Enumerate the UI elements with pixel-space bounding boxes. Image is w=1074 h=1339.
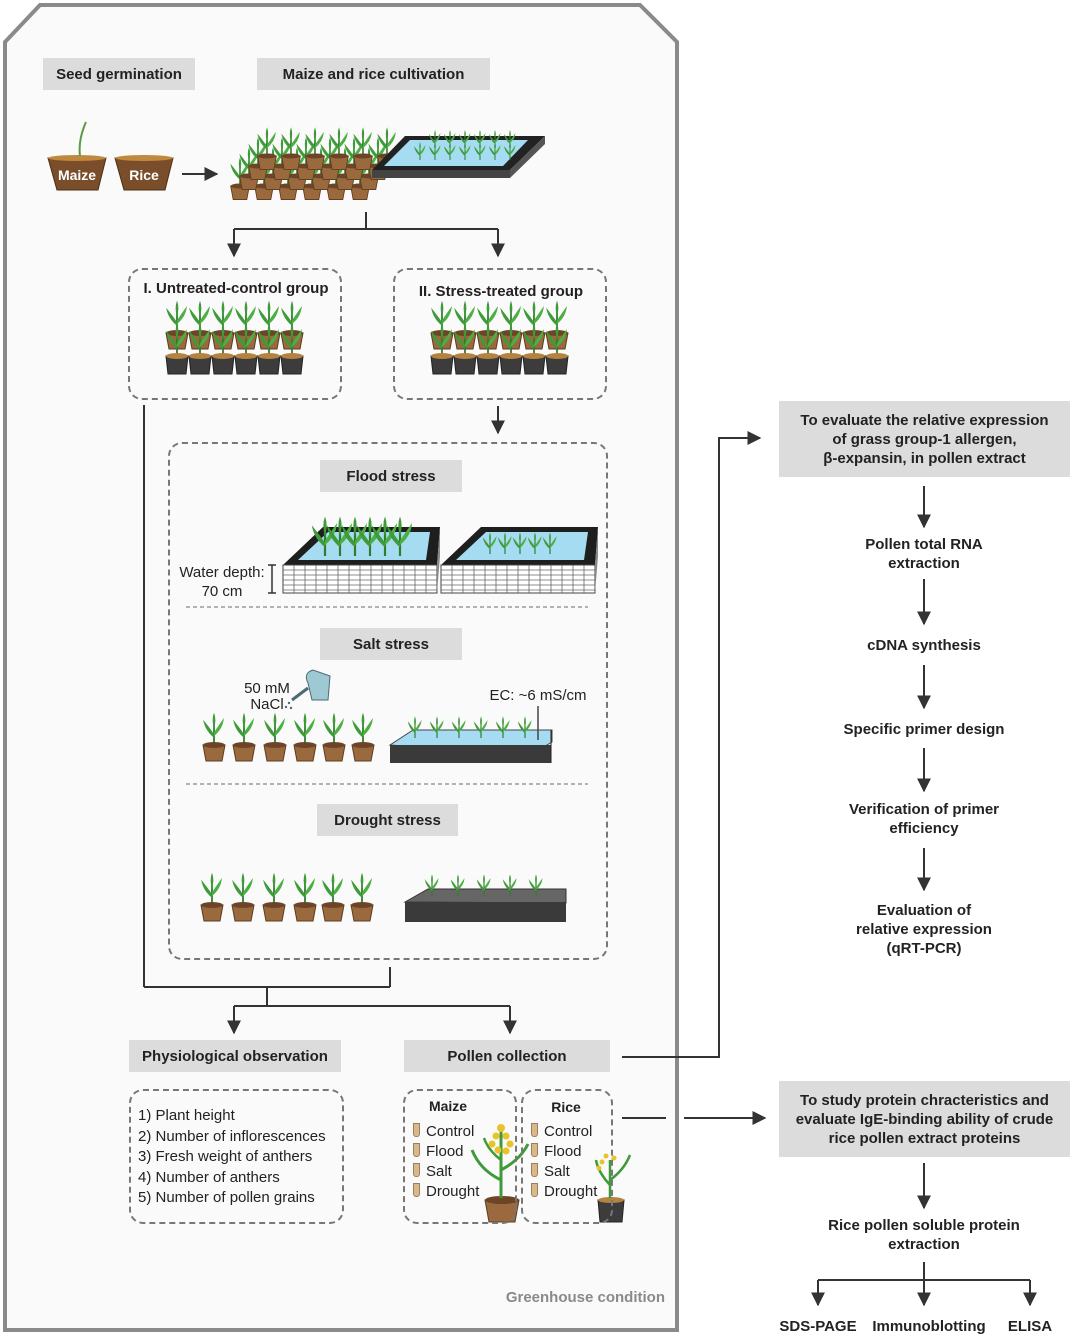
maize-pollen-box	[403, 1089, 517, 1224]
maize-pollen-title: Maize	[428, 1098, 468, 1114]
pot-icon	[329, 153, 349, 171]
seed-germination-pots	[47, 121, 174, 191]
rice-pollen-box	[521, 1089, 613, 1224]
pot-label-maize: Maize	[57, 167, 97, 183]
pot-label-rice: Rice	[129, 167, 159, 183]
list-item: Drought	[531, 1182, 597, 1202]
control-group-box	[128, 268, 342, 400]
rice-sample-list: Control Flood Salt Drought	[531, 1122, 597, 1202]
method-immunoblotting: Immunoblotting	[872, 1318, 986, 1335]
maize-plant-icon	[470, 1124, 530, 1223]
method-sds-page: SDS-PAGE	[779, 1318, 857, 1335]
list-item: 1) Plant height	[138, 1107, 235, 1124]
water-depth-label: Water depth:70 cm	[179, 564, 265, 600]
flow-connectors	[143, 167, 1037, 1307]
drought-stress-label: Drought stress	[317, 804, 458, 836]
stress-group-box	[393, 268, 607, 400]
rna-step-primer-design: Specific primer design	[843, 721, 1005, 738]
list-item: 2) Number of inflorescences	[138, 1127, 326, 1145]
stress-group-title: II. Stress-treated group	[418, 283, 584, 300]
pot-icon	[305, 153, 325, 171]
list-item: 4) Number of anthers	[138, 1168, 280, 1186]
rice-pollen-title: Rice	[551, 1099, 581, 1115]
list-item: Flood	[531, 1142, 597, 1162]
method-elisa: ELISA	[1007, 1318, 1053, 1335]
rna-step-cdna: cDNA synthesis	[867, 637, 981, 654]
pot-icon	[281, 153, 301, 171]
pot-icon	[353, 153, 373, 171]
list-item: Control	[413, 1122, 479, 1142]
ec-label: EC: ~6 mS/cm	[489, 687, 587, 704]
watering-can-icon	[284, 669, 331, 710]
list-item: Drought	[413, 1182, 479, 1202]
seed-germination-label: Seed germination	[43, 58, 195, 90]
flood-stress-label: Flood stress	[320, 460, 462, 492]
salt-stress-label: Salt stress	[320, 628, 462, 660]
drought-tray	[403, 888, 567, 922]
physiological-list: 1) Plant height 2) Number of inflorescen…	[138, 1106, 326, 1209]
list-item: 3) Fresh weight of anthers	[138, 1148, 313, 1165]
physiological-list-box	[129, 1089, 344, 1224]
greenhouse-condition-label: Greenhouse condition	[505, 1289, 665, 1306]
physiological-observation-label: Physiological observation	[129, 1040, 341, 1072]
list-item: 5) Number of pollen grains	[138, 1189, 315, 1206]
stress-conditions-box	[168, 442, 608, 960]
list-item: Flood	[413, 1142, 479, 1162]
control-group-title: I. Untreated-control group	[143, 280, 329, 297]
list-item: Salt	[413, 1162, 479, 1182]
salt-tray	[388, 706, 553, 763]
cultivation-label: Maize and rice cultivation	[257, 58, 490, 90]
list-item: Control	[531, 1122, 597, 1142]
pollen-collection-label: Pollen collection	[404, 1040, 610, 1072]
pot-icon	[257, 153, 277, 171]
maize-sample-list: Control Flood Salt Drought	[413, 1122, 479, 1202]
list-item: Salt	[531, 1162, 597, 1182]
